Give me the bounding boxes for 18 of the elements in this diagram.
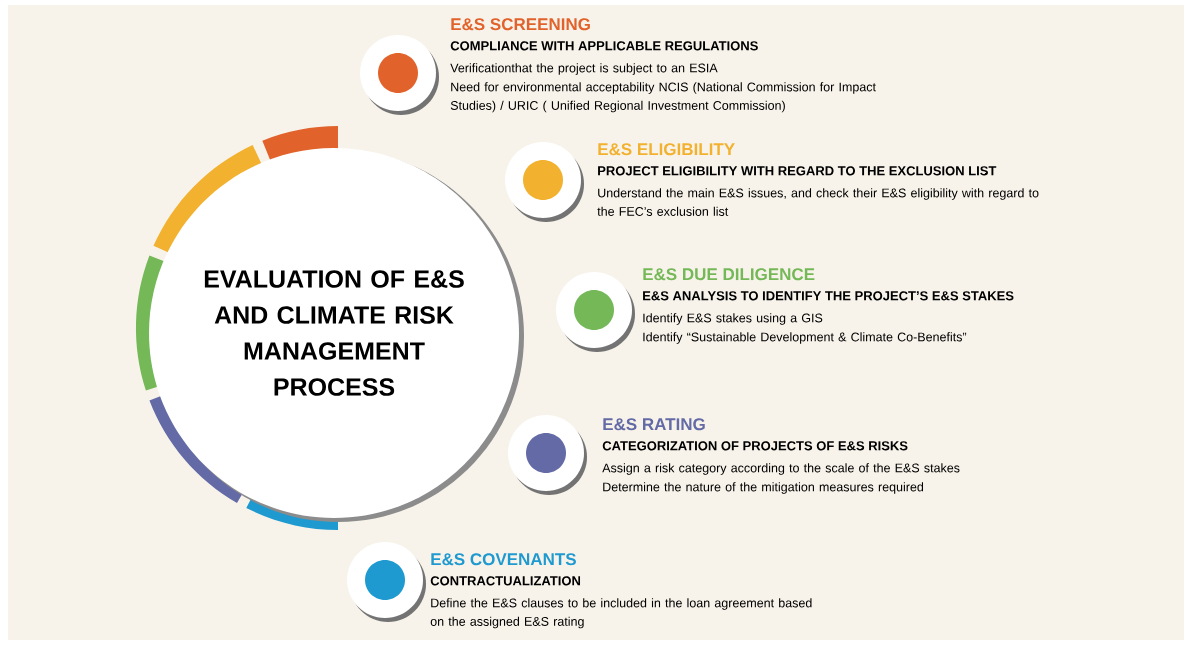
- step-title: E&S ELIGIBILITY: [598, 143, 735, 156]
- step-description: Understand the main E&S issues, and check their E&S eligibility with regard to the FEC’s exclusion list: [597, 188, 1039, 216]
- step-subtitle: CONTRACTUALIZATION: [430, 576, 580, 586]
- step-description: Determine the nature of the mitigation measures required: [603, 482, 924, 494]
- step-description: Verificationthat the project is subject to an ESIA: [450, 63, 718, 75]
- step-title: E&S DUE DILIGENCE: [643, 268, 815, 281]
- step-description: Identify “Sustainable Development & Climate Co-Benefits”: [643, 332, 967, 344]
- step-title: E&S RATING: [603, 418, 705, 431]
- step-title: E&S COVENANTS: [431, 553, 576, 566]
- step-subtitle: E&S ANALYSIS TO IDENTIFY THE PROJECT’S E&S STAKES: [643, 291, 1014, 301]
- step-description: Assign a risk category according to the scale of the E&S stakes: [602, 463, 960, 475]
- step-description: Identify E&S stakes using a GIS: [643, 313, 823, 325]
- step-subtitle: COMPLIANCE WITH APPLICABLE REGULATIONS: [450, 41, 758, 51]
- step-subtitle: CATEGORIZATION OF PROJECTS OF E&S RISKS: [602, 441, 908, 451]
- step-description: Need for environmental acceptability NCIS (National Commission for Impact Studies) / URIC ( Unified Regional Investment Commission): [450, 82, 876, 113]
- step-title: E&S SCREENING: [451, 18, 590, 31]
- step-description: Define the E&S clauses to be included in the loan agreement based on the assigned E&S rating: [430, 598, 812, 629]
- step-subtitle: PROJECT ELIGIBILITY WITH REGARD TO THE EXCLUSION LIST: [598, 166, 997, 176]
